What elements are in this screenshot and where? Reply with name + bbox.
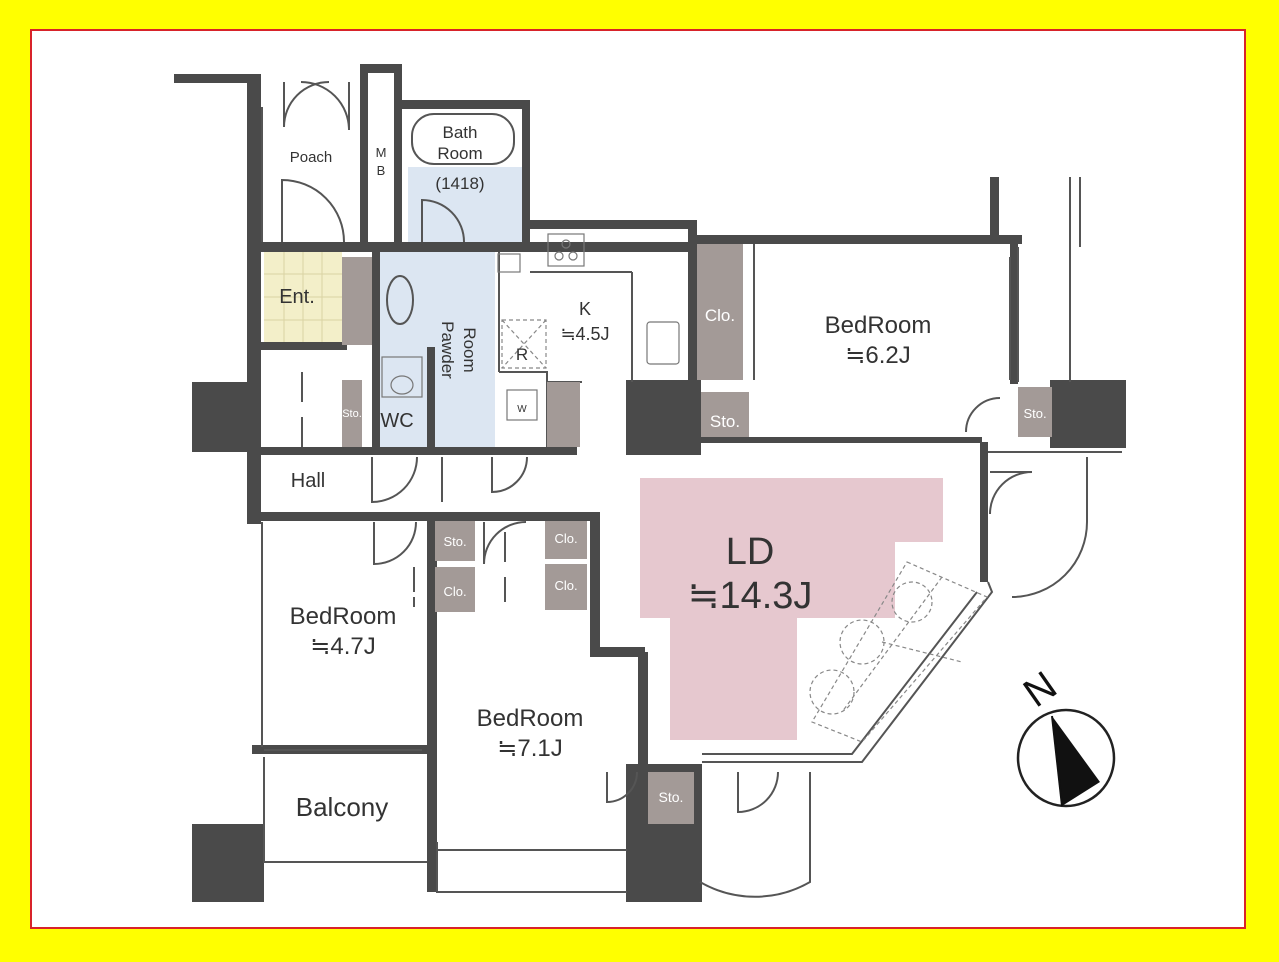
closet-label: Clo.	[554, 578, 577, 593]
bathtub-icon	[411, 113, 515, 165]
washer-label: W	[517, 404, 527, 415]
bedroom-1-label: BedRoom	[825, 312, 932, 339]
entrance-label: Ent.	[279, 286, 315, 308]
bath-size: (1418)	[435, 174, 484, 193]
washer-space-icon	[506, 389, 538, 421]
powder-label-1: Pawder	[438, 321, 457, 379]
living-dining-label: LD	[726, 531, 775, 573]
living-dining-size: ≒14.3J	[688, 575, 813, 617]
storage-label: Sto.	[710, 412, 740, 431]
closet-label: Clo.	[443, 584, 466, 599]
storage-label: Sto.	[443, 534, 466, 549]
walls	[174, 64, 1126, 902]
powder-floor	[380, 252, 495, 447]
washbasin-icon	[386, 275, 414, 325]
fridge-label: R	[516, 345, 528, 364]
kitchen-appliance-icon	[646, 321, 680, 365]
floor-plan-frame: Poach M B Bath Room (1418) Ent. Pawder R…	[30, 29, 1246, 929]
bedroom-2-size: ≒4.7J	[310, 633, 376, 660]
toilet-icon	[381, 356, 423, 398]
door-swings	[281, 81, 1088, 898]
bedroom-1-size: ≒6.2J	[845, 342, 911, 369]
balcony-label: Balcony	[296, 792, 389, 822]
bedroom-2-label: BedRoom	[290, 603, 397, 630]
poach-label: Poach	[290, 149, 333, 166]
closet-label: Clo.	[705, 306, 735, 325]
storage-label: Sto.	[1023, 406, 1046, 421]
kitchen-label: K	[579, 299, 591, 319]
closet-label: Clo.	[554, 531, 577, 546]
mb-label-2: B	[377, 163, 386, 178]
powder-label-2: Room	[460, 327, 479, 372]
bedroom-3-size: ≒7.1J	[497, 735, 563, 762]
compass-north-label: N	[1016, 663, 1065, 716]
living-dining-floor	[640, 478, 943, 740]
bath-label-2: Room	[437, 144, 482, 163]
mb-label-1: M	[376, 145, 387, 160]
wc-label: WC	[380, 410, 413, 432]
bay-window-seats	[809, 561, 988, 743]
north-arrow-icon: N	[1016, 663, 1116, 808]
fridge-space-icon	[501, 319, 547, 369]
storage-label: Sto.	[659, 789, 684, 805]
bath-label-1: Bath	[443, 123, 478, 142]
floor-plan: Poach M B Bath Room (1418) Ent. Pawder R…	[174, 64, 1126, 902]
hall-label: Hall	[291, 470, 325, 492]
entrance-tile-grid	[264, 252, 342, 342]
closets	[342, 244, 1052, 824]
bedroom-3-label: BedRoom	[477, 705, 584, 732]
cooktop-icon	[547, 233, 585, 267]
kitchen-size: ≒4.5J	[560, 324, 609, 344]
vent-icon	[497, 253, 521, 273]
bath-floor	[408, 167, 523, 244]
storage-label: Sto.	[342, 408, 362, 420]
partitions	[261, 107, 1122, 893]
